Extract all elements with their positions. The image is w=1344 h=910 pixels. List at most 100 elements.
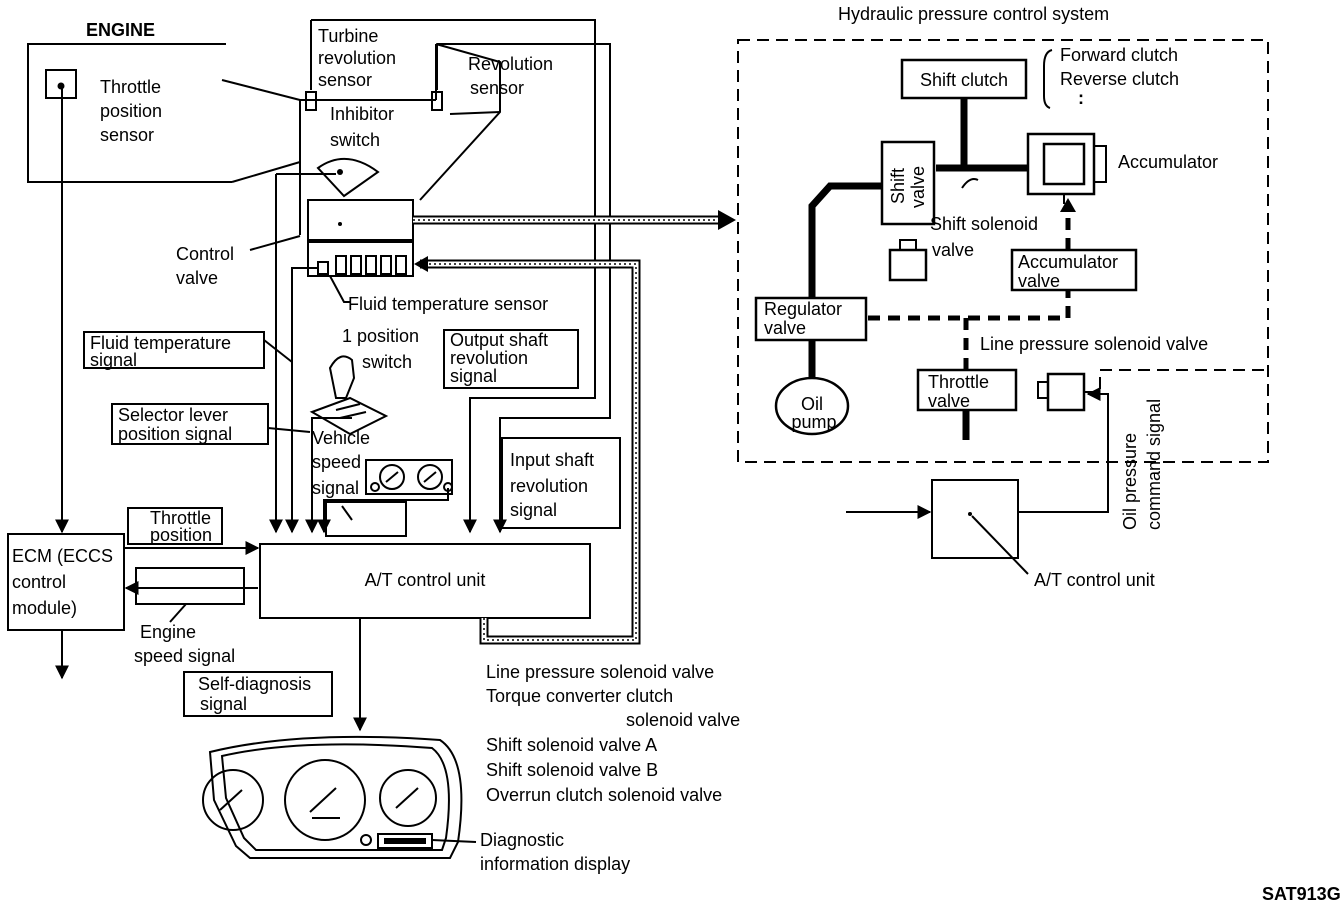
forward-clutch-label: Forward clutch bbox=[1060, 45, 1178, 65]
self-diagnosis-signal: Self-diagnosis signal bbox=[183, 671, 333, 717]
throttle-pos-label-2: position bbox=[150, 525, 212, 545]
diag-display-label-2: information display bbox=[480, 854, 630, 874]
ecm-label-3: module) bbox=[12, 598, 77, 618]
oil-pump-label-2: pump bbox=[791, 412, 836, 432]
ecm-label-1: ECM (ECCS bbox=[12, 546, 113, 566]
hydraulic-title: Hydraulic pressure control system bbox=[838, 4, 1109, 24]
solenoid-item-2: Torque converter clutch bbox=[486, 686, 673, 706]
solenoid-item-1: Line pressure solenoid valve bbox=[486, 662, 714, 682]
regulator-valve-label-1: Regulator bbox=[764, 299, 842, 319]
selector-lever-signal: Selector lever position signal bbox=[111, 403, 311, 445]
throttle-sensor-label-3: sensor bbox=[100, 125, 154, 145]
reverse-clutch-label: Reverse clutch bbox=[1060, 69, 1179, 89]
engine-block: ENGINE bbox=[27, 20, 301, 183]
regulator-valve-label-2: valve bbox=[764, 318, 806, 338]
figure-code: SAT913G bbox=[1262, 884, 1341, 904]
throttle-position-sensor: Throttle position sensor bbox=[45, 69, 162, 534]
at-control-unit-label: A/T control unit bbox=[365, 570, 486, 590]
transmission-housing bbox=[299, 43, 501, 235]
oil-pressure-label-1: Oil pressure bbox=[1120, 433, 1140, 530]
at-control-unit-2-label: A/T control unit bbox=[1034, 570, 1155, 590]
engine-speed-label-1: Engine bbox=[140, 622, 196, 642]
engine-speed-signal: Engine speed signal bbox=[124, 567, 258, 666]
accumulator: Accumulator bbox=[1026, 132, 1218, 204]
self-diag-label-1: Self-diagnosis bbox=[198, 674, 311, 694]
turbine-revolution-sensor: Turbine revolution sensor bbox=[305, 19, 596, 534]
accumulator-valve: Accumulator valve bbox=[1010, 198, 1138, 292]
hydraulic-link bbox=[413, 210, 736, 230]
vehicle-speed-label-2: speed bbox=[312, 452, 361, 472]
solenoid-item-4: Shift solenoid valve A bbox=[486, 735, 657, 755]
turbine-label-2: revolution bbox=[318, 48, 396, 68]
instrument-cluster: Diagnostic information display bbox=[202, 735, 630, 874]
engine-label: ENGINE bbox=[86, 20, 155, 40]
one-position-label-1: 1 position bbox=[342, 326, 419, 346]
inhibitor-label-2: switch bbox=[330, 130, 380, 150]
fluid-temperature-signal: Fluid temperature signal bbox=[83, 331, 293, 370]
shift-clutch-label: Shift clutch bbox=[920, 70, 1008, 90]
solenoid-item-6: Overrun clutch solenoid valve bbox=[486, 785, 722, 805]
fluid-temp-signal-label-1: Fluid temperature bbox=[90, 333, 231, 353]
inhibitor-label-1: Inhibitor bbox=[330, 104, 394, 124]
accumulator-valve-label-2: valve bbox=[1018, 271, 1060, 291]
input-shaft-label-2: revolution bbox=[510, 476, 588, 496]
shift-solenoid-valve: Shift solenoid valve bbox=[888, 214, 1038, 282]
solenoid-output-bus bbox=[414, 256, 641, 645]
shift-valve-label-1: Shift bbox=[888, 168, 908, 204]
vehicle-speed-label-1: Vehicle bbox=[312, 428, 370, 448]
self-diag-label-2: signal bbox=[200, 694, 247, 714]
ecm-module: ECM (ECCS control module) bbox=[7, 533, 125, 680]
at-control-unit-secondary: A/T control unit Oil pressure command si… bbox=[846, 387, 1164, 590]
revolution-label-1: Revolution bbox=[468, 54, 553, 74]
shift-solenoid-label-1: Shift solenoid bbox=[930, 214, 1038, 234]
fluid-temp-sensor-label: Fluid temperature sensor bbox=[348, 294, 548, 314]
solenoid-item-5: Shift solenoid valve B bbox=[486, 760, 658, 780]
solenoid-item-3: solenoid valve bbox=[626, 710, 740, 730]
output-shaft-label-2: revolution bbox=[450, 348, 528, 368]
throttle-sensor-label-1: Throttle bbox=[100, 77, 161, 97]
throttle-valve: Throttle valve bbox=[916, 368, 1018, 412]
fluid-temperature-sensor: Fluid temperature sensor bbox=[285, 267, 548, 534]
throttle-sensor-label-2: position bbox=[100, 101, 162, 121]
solenoid-list: Line pressure solenoid valve Torque conv… bbox=[486, 662, 740, 805]
accumulator-label: Accumulator bbox=[1118, 152, 1218, 172]
turbine-label-3: sensor bbox=[318, 70, 372, 90]
oil-pump-label-1: Oil bbox=[801, 394, 823, 414]
line-pressure-solenoid-label: Line pressure solenoid valve bbox=[980, 334, 1208, 354]
shift-valve: Shift valve bbox=[880, 140, 979, 226]
output-shaft-label-3: signal bbox=[450, 366, 497, 386]
selector-label-1: Selector lever bbox=[118, 405, 228, 425]
regulator-valve: Regulator valve bbox=[754, 296, 868, 342]
input-shaft-signal: Input shaft revolution signal bbox=[501, 437, 621, 529]
fluid-temp-signal-label-2: signal bbox=[90, 350, 137, 370]
throttle-position-signal: Throttle position bbox=[124, 507, 260, 555]
output-shaft-signal: Output shaft revolution signal bbox=[443, 329, 579, 389]
output-shaft-label-1: Output shaft bbox=[450, 330, 548, 350]
shift-valve-label-2: valve bbox=[908, 166, 928, 208]
control-valve: Control valve bbox=[176, 199, 414, 288]
diag-display-label-1: Diagnostic bbox=[480, 830, 564, 850]
shift-solenoid-label-2: valve bbox=[932, 240, 974, 260]
oil-pump: Oil pump bbox=[774, 376, 850, 436]
selector-label-2: position signal bbox=[118, 424, 232, 444]
engine-speed-label-2: speed signal bbox=[134, 646, 235, 666]
revolution-sensor: Revolution sensor bbox=[431, 43, 611, 534]
one-position-label-2: switch bbox=[362, 352, 412, 372]
oil-pressure-label-2: command signal bbox=[1144, 399, 1164, 530]
accumulator-valve-label-1: Accumulator bbox=[1018, 252, 1118, 272]
ecm-label-2: control bbox=[12, 572, 66, 592]
throttle-pos-label-1: Throttle bbox=[150, 508, 211, 528]
revolution-label-2: sensor bbox=[470, 78, 524, 98]
inhibitor-switch: Inhibitor switch bbox=[269, 104, 394, 534]
vehicle-speed-label-3: signal bbox=[312, 478, 359, 498]
hydraulic-system: Hydraulic pressure control system Shift … bbox=[737, 4, 1269, 463]
selector-lever: 1 position switch bbox=[305, 326, 419, 534]
clutch-more-label: : bbox=[1078, 88, 1084, 108]
vehicle-speed-signal: Vehicle speed signal bbox=[312, 428, 453, 537]
at-control-unit: A/T control unit bbox=[259, 543, 591, 732]
control-valve-label-2: valve bbox=[176, 268, 218, 288]
throttle-valve-label-2: valve bbox=[928, 391, 970, 411]
input-shaft-label-3: signal bbox=[510, 500, 557, 520]
turbine-label-1: Turbine bbox=[318, 26, 378, 46]
